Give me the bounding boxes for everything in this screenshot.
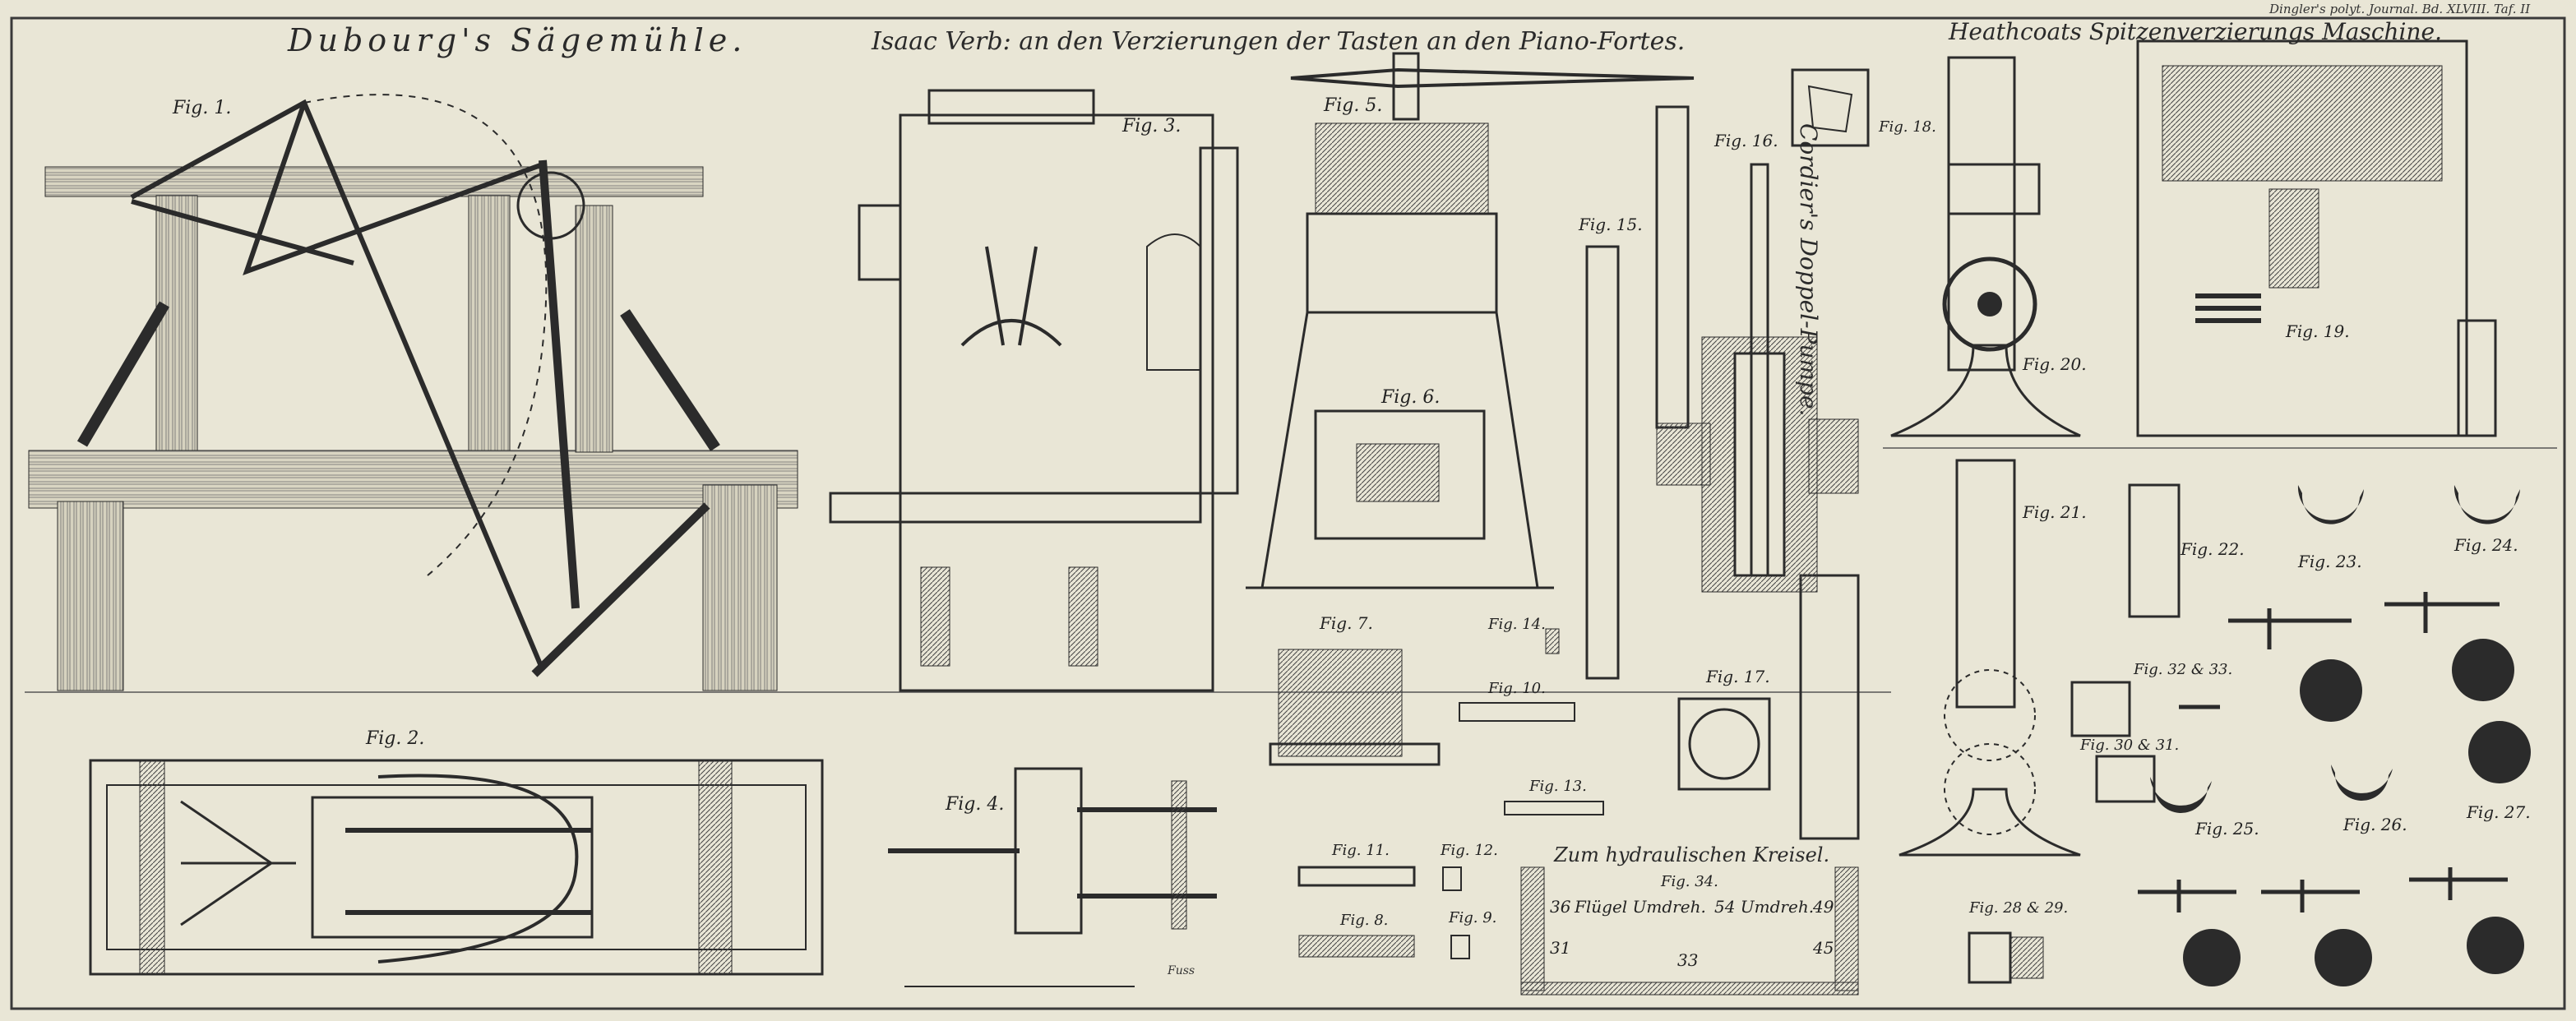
fig24-detail: Fig. 24. bbox=[2384, 485, 2520, 701]
fig34-row2-left: 31 bbox=[1550, 938, 1570, 958]
fig27-label: Fig. 27. bbox=[2466, 802, 2531, 822]
fig28-label: Fig. 28 & 29. bbox=[1968, 899, 2068, 917]
fig34-hydraulic-wheel: Zum hydraulischen Kreisel. Fig. 34. 36 F… bbox=[1520, 843, 1859, 996]
fig21-label: Fig. 21. bbox=[2022, 502, 2087, 522]
fig14-detail: Fig. 14. bbox=[1487, 616, 1560, 654]
fig13-detail: Fig. 13. bbox=[1504, 778, 1604, 815]
fig19-lace-machine-front: Fig. 19. bbox=[2136, 39, 2497, 437]
fig17-detail: Fig. 17. bbox=[1677, 667, 1771, 791]
fig2-label: Fig. 2. bbox=[365, 728, 424, 749]
fig30-detail: Fig. 30 & 31. bbox=[2079, 737, 2179, 803]
fig34-row1-left: 36 bbox=[1550, 897, 1571, 917]
fig18-detail: Fig. 18. bbox=[1791, 68, 1936, 147]
fig9-label: Fig. 9. bbox=[1448, 909, 1496, 926]
fig26-label: Fig. 26. bbox=[2342, 815, 2407, 834]
fig34-label: Fig. 34. bbox=[1660, 873, 1718, 890]
fig32-detail: Fig. 32 & 33. bbox=[2070, 661, 2232, 737]
fig34-row2-mid: 33 bbox=[1677, 950, 1698, 970]
plate-border bbox=[10, 16, 2566, 1010]
title-hydraulic-wheel: Zum hydraulischen Kreisel. bbox=[1553, 843, 1829, 866]
fig23-label: Fig. 23. bbox=[2297, 552, 2362, 571]
fig27-detail: Fig. 27. bbox=[2409, 721, 2531, 974]
fig18-label: Fig. 18. bbox=[1878, 118, 1936, 136]
fig9-detail: Fig. 9. bbox=[1448, 909, 1496, 959]
fig11-label: Fig. 11. bbox=[1331, 842, 1390, 859]
fig32-label: Fig. 32 & 33. bbox=[2133, 661, 2232, 678]
fig14-label: Fig. 14. bbox=[1487, 616, 1546, 633]
fig5-label: Fig. 5. bbox=[1323, 95, 1382, 116]
fig12-label: Fig. 12. bbox=[1440, 842, 1498, 859]
fig22-label: Fig. 22. bbox=[2180, 539, 2245, 559]
fig30-label: Fig. 30 & 31. bbox=[2079, 737, 2179, 754]
fig20-lace-machine-side: Fig. 20. bbox=[1890, 56, 2087, 437]
fig25-detail: Fig. 25. bbox=[2138, 777, 2259, 986]
fig1-label: Fig. 1. bbox=[172, 98, 231, 118]
fig25-label: Fig. 25. bbox=[2194, 819, 2259, 839]
fig8-label: Fig. 8. bbox=[1339, 912, 1388, 929]
fig34-row1-right: 49 bbox=[1812, 897, 1834, 917]
fig24-label: Fig. 24. bbox=[2453, 535, 2518, 555]
fig17-label: Fig. 17. bbox=[1705, 667, 1770, 686]
fig20-label: Fig. 20. bbox=[2022, 354, 2087, 374]
fig3-key-machine: Fig. 3. bbox=[829, 89, 1239, 692]
fig28-detail: Fig. 28 & 29. bbox=[1968, 899, 2068, 984]
fig5-press: Fig. 5. Fig. 6. bbox=[1246, 52, 1695, 589]
fig13-label: Fig. 13. bbox=[1528, 778, 1587, 795]
fig19-label: Fig. 19. bbox=[2285, 321, 2350, 341]
fig26-detail: Fig. 26. bbox=[2261, 765, 2407, 986]
fig7-detail: Fig. 7. bbox=[1269, 613, 1441, 766]
fig10-detail: Fig. 10. bbox=[1459, 680, 1575, 722]
fig21-detail: Fig. 21. bbox=[1898, 459, 2087, 857]
title-saw-mill: Dubourg's Sägemühle. bbox=[287, 22, 747, 58]
fig15-label: Fig. 15. bbox=[1578, 215, 1643, 234]
fig1-saw-mill-elevation: Fig. 1. bbox=[28, 94, 798, 691]
fig34-row1-mid: Flügel Umdreh. bbox=[1574, 897, 1706, 917]
fig34-row1-mid2: 54 Umdreh. bbox=[1714, 897, 1814, 917]
journal-header: Dingler's polyt. Journal. Bd. XLVIII. Ta… bbox=[2268, 2, 2531, 16]
fig4-detail: Fig. 4. Fuss bbox=[888, 767, 1217, 987]
fig11-detail: Fig. 11. bbox=[1297, 842, 1416, 887]
title-piano-keys: Isaac Verb: an den Verzierungen der Tast… bbox=[871, 27, 1685, 56]
fig16-label: Fig. 16. bbox=[1713, 131, 1778, 150]
fig7-label: Fig. 7. bbox=[1319, 613, 1373, 633]
fig12-detail: Fig. 12. bbox=[1440, 842, 1498, 891]
fig8-detail: Fig. 8. bbox=[1298, 912, 1415, 958]
fig15-rod: Fig. 15. bbox=[1578, 215, 1643, 680]
fig2-saw-mill-plan: Fig. 2. bbox=[89, 728, 824, 976]
fig6-label: Fig. 6. bbox=[1380, 387, 1440, 408]
fig23-detail: Fig. 23. bbox=[2228, 485, 2364, 722]
scale-label: Fuss bbox=[1167, 964, 1195, 977]
fig4-label: Fig. 4. bbox=[945, 794, 1004, 815]
fig22-detail: Fig. 22. bbox=[2128, 483, 2245, 618]
fig34-row2-right: 45 bbox=[1812, 938, 1834, 958]
fig3-label: Fig. 3. bbox=[1122, 116, 1181, 136]
fig16-double-pump: Fig. 16. bbox=[1655, 105, 1860, 840]
fig10-label: Fig. 10. bbox=[1487, 680, 1546, 697]
